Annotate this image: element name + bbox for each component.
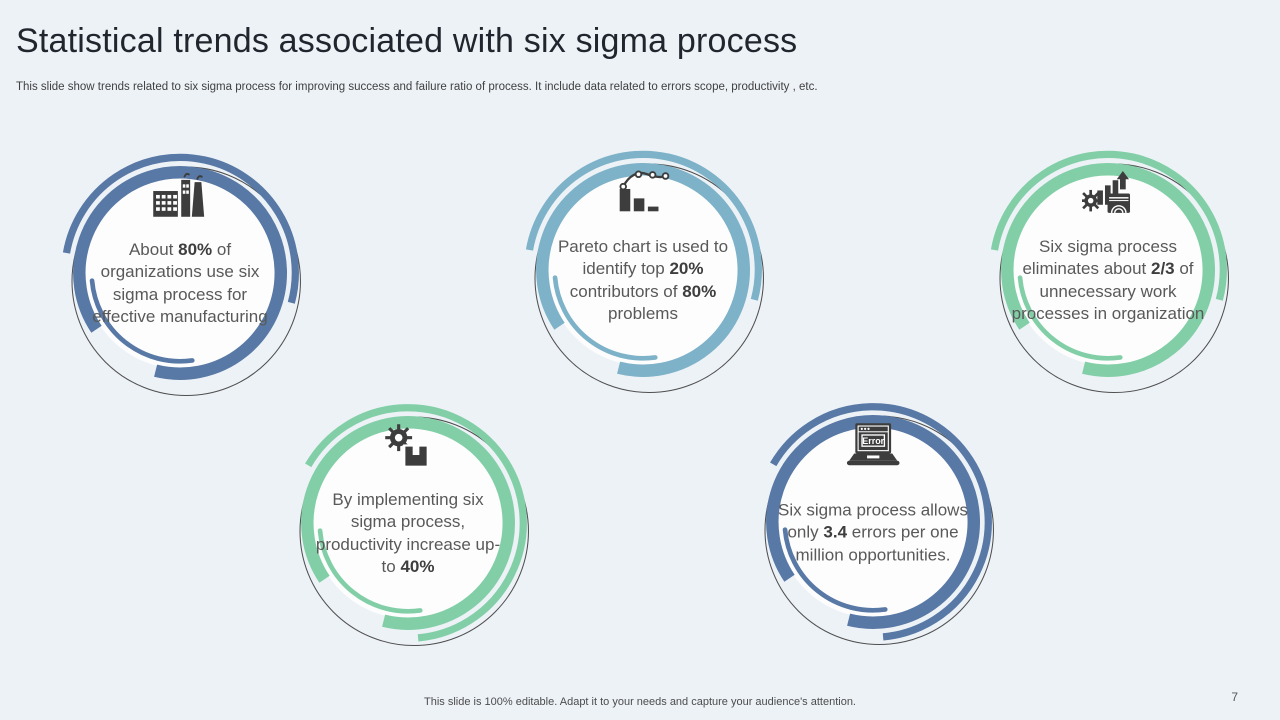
badge-rings xyxy=(62,153,301,397)
page-title: Statistical trends associated with six s… xyxy=(16,22,798,60)
badge-text: Six sigma process eliminates about 2/3 o… xyxy=(1011,237,1205,324)
badge-text: By implementing six sigma process, produ… xyxy=(315,490,501,577)
laptop-screen-label: Error xyxy=(862,436,884,446)
badge-rings xyxy=(990,150,1229,394)
badge-rings xyxy=(525,150,764,394)
stat-badge-eliminate-work: Six sigma process eliminates about 2/3 o… xyxy=(973,135,1243,405)
gear-box-icon xyxy=(273,422,543,469)
badge-rings xyxy=(764,403,994,646)
gear-glyph xyxy=(1082,189,1102,212)
slide-subtitle: This slide show trends related to six si… xyxy=(16,81,818,93)
gear-glyph xyxy=(385,424,413,452)
pareto-chart-icon xyxy=(508,169,778,216)
badge-text: About 80% of organizations use six sigma… xyxy=(92,240,268,327)
page-number: 7 xyxy=(1231,690,1238,704)
stat-badge-productivity: By implementing six sigma process, produ… xyxy=(273,388,543,658)
badge-text: Six sigma process allows only 3.4 errors… xyxy=(778,500,968,565)
stat-badge-pareto: Pareto chart is used to identify top 20%… xyxy=(508,135,778,405)
growth-analytics-icon xyxy=(973,169,1243,216)
footer-note: This slide is 100% editable. Adapt it to… xyxy=(424,696,856,708)
badge-rings xyxy=(299,404,529,647)
stat-badge-error-rate: Error Six sigma process allows only 3.4 … xyxy=(738,387,1008,657)
stat-badge-organizations: About 80% of organizations use six sigma… xyxy=(45,138,315,408)
factory-icon xyxy=(45,172,315,219)
badge-text: Pareto chart is used to identify top 20%… xyxy=(557,237,729,324)
laptop-error-icon: Error xyxy=(738,421,1008,468)
